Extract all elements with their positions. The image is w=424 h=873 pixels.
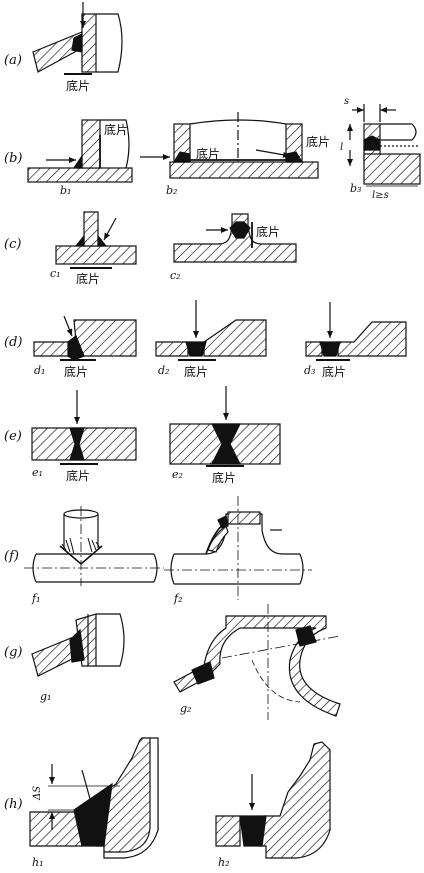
subfigure-d2 — [155, 300, 267, 361]
film-label-c1: 底片 — [76, 271, 100, 286]
label-c2: c₂ — [170, 269, 181, 282]
subfigure-h2 — [215, 741, 331, 859]
subfigure-c1 — [55, 211, 137, 269]
label-b3: b₃ — [350, 182, 361, 195]
label-d3: d₃ — [304, 364, 315, 377]
row-labels: (a) (b) (c) (d) (e) (f) (g) (h) — [4, 53, 23, 812]
subfigure-b1 — [27, 119, 133, 183]
subfigure-f2 — [164, 496, 312, 600]
subfigure-b3 — [347, 104, 421, 187]
label-b2: b₂ — [166, 184, 177, 197]
label-c1: c₁ — [50, 267, 61, 280]
label-d1: d₁ — [34, 364, 45, 377]
film-label-b2: 底片 — [196, 146, 220, 161]
film-label-b1: 底片 — [104, 122, 128, 137]
subfigure-a — [32, 2, 123, 75]
film-label-d1: 底片 — [64, 364, 88, 379]
subfigure-h1 — [29, 737, 159, 859]
subfigure-d3 — [305, 302, 407, 361]
subfigure-g1 — [31, 613, 125, 677]
film-label-d2: 底片 — [184, 364, 208, 379]
label-b1: b₁ — [60, 184, 71, 197]
row-label-h: (h) — [4, 797, 23, 812]
subfigure-g2 — [173, 604, 341, 720]
dim-delta-s: ΔS — [32, 786, 43, 801]
subfigure-b2 — [140, 112, 319, 179]
label-g2: g₂ — [180, 702, 191, 715]
film-label-a: 底片 — [66, 78, 90, 93]
subfigure-c2 — [173, 213, 297, 263]
label-h1: h₁ — [32, 856, 44, 869]
row-label-e: (e) — [4, 429, 22, 444]
row-label-b: (b) — [4, 151, 22, 166]
film-label-d3: 底片 — [322, 364, 346, 379]
subfigure-f1 — [24, 506, 164, 586]
film-label-e1: 底片 — [66, 468, 90, 483]
subfigure-e1 — [31, 390, 137, 465]
text-labels: 底片 底片 底片 底片 底片 底片 底片 底片 底片 底片 底片 b₁ b₂ b… — [31, 78, 389, 869]
dim-l: l — [340, 142, 343, 153]
film-label-e2: 底片 — [212, 470, 236, 485]
label-e1: e₁ — [32, 466, 43, 479]
row-label-f: (f) — [4, 549, 19, 564]
label-d2: d₂ — [158, 364, 169, 377]
dim-l-ge-s: l≥s — [372, 190, 389, 201]
film-label-b2-outer: 底片 — [306, 134, 330, 149]
label-f2: f₂ — [173, 592, 182, 605]
label-e2: e₂ — [172, 468, 183, 481]
dim-s: s — [344, 96, 349, 107]
subfigure-d1 — [33, 315, 137, 361]
subfigure-e2 — [169, 386, 281, 467]
row-label-a: (a) — [4, 53, 22, 68]
row-label-c: (c) — [4, 237, 21, 252]
row-label-d: (d) — [4, 335, 22, 350]
row-label-g: (g) — [4, 645, 22, 660]
label-h2: h₂ — [218, 856, 230, 869]
label-f1: f₁ — [31, 592, 40, 605]
film-label-c2: 底片 — [256, 224, 280, 239]
label-g1: g₁ — [40, 690, 51, 703]
